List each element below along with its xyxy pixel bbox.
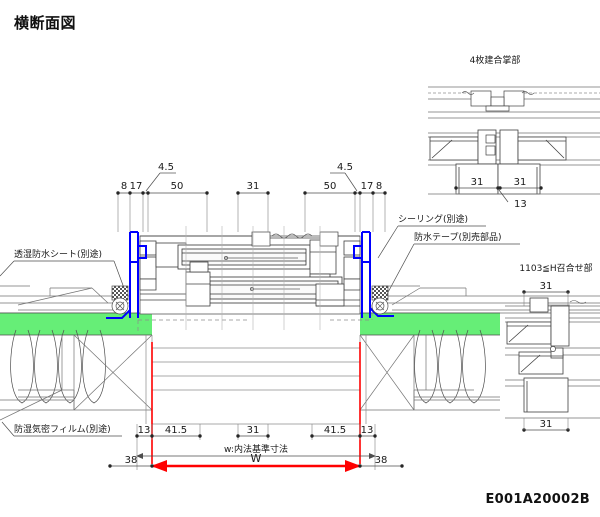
annotation-left-bottom: 防湿気密フィルム(別途) [1,421,122,437]
batt-insulation-right [414,329,486,404]
annotation-right-second: 防水テープ(別売部品) [385,231,520,297]
detail2-dim-31-top: 31 [540,281,553,292]
hardware-lines [224,256,300,291]
left-jamb-profile [139,240,187,301]
annotation-right-second-label: 防水テープ(別売部品) [414,231,501,243]
page-title: 横断面図 [14,14,77,32]
sash-guide-lines [185,226,321,330]
detail1-dim-31-right: 31 [514,177,527,188]
sealant-bead-right [371,285,389,315]
dim-outer-38-left: 38 [125,455,138,466]
detail1-dim-13: 13 [514,199,527,210]
detail-four-panel-joint-title: 4枚建合掌部 [470,54,521,66]
overall-inner-dimension: w:内法基準寸法 [136,440,376,470]
dim-top-31-center: 31 [247,181,260,192]
right-jamb-profile [315,240,361,307]
left-cladding [0,285,109,306]
sash-rail-right [185,261,211,307]
dim-top-8-left: 8 [121,181,127,192]
dim-outer-38-right: 38 [375,455,388,466]
width-dimension: W [151,452,361,472]
dim-bottom-13-left: 13 [138,425,151,436]
dim-top-4p5-right: 4.5 [337,162,353,173]
right-framing-lines [413,335,500,411]
drawing-code: E001A20002B [485,492,590,507]
dim-top-8-right: 8 [376,181,382,192]
right-diagonal-bracing [359,334,415,411]
detail-tall-meeting-stile-title: 1103≦H召合せ部 [519,262,592,274]
dim-top-4p5-left: 4.5 [158,162,174,173]
outer-offset-dimensions: 38 38 [108,455,404,468]
dim-top-17-left: 17 [130,181,143,192]
weatherstrip-wave [271,233,313,239]
dim-bottom-13-right: 13 [361,425,374,436]
annotation-left-top-label: 透湿防水シート(別途) [14,248,102,260]
frame-anchor-left [106,231,147,319]
dim-top-17-right: 17 [361,181,374,192]
glazing-unit-left [177,244,311,270]
dim-bottom-41p5-left: 41.5 [165,425,187,436]
right-cladding [382,285,467,306]
dim-top-50-left: 50 [171,181,184,192]
annotation-right-top-label: シーリング(別途) [398,213,468,225]
head-interlock-detail [140,231,360,247]
bottom-dimension-chain: 13 41.5 31 41.5 13 [135,424,377,440]
detail1-dim-31-left: 31 [471,177,484,188]
top-dimension-chain: 8 17 4.5 50 31 4.5 50 17 8 [116,162,387,232]
opening-reference-box [145,335,367,425]
left-framing-lines [0,335,75,411]
left-diagonal-bracing [0,334,153,421]
annotation-left-bottom-label: 防湿気密フィルム(別途) [14,423,111,435]
frame-anchor-right [353,231,394,318]
annotation-right-top: シーリング(別途) [377,213,486,259]
insulation-band-right [360,313,500,335]
detail-tall-meeting-stile: 1103≦H召合せ部 31 [505,262,600,432]
dim-bottom-31-center: 31 [247,425,260,436]
batt-insulation-left [10,329,106,404]
width-dimension-label: W [251,452,262,465]
dim-top-50-right: 50 [324,181,337,192]
annotation-left-top: 透湿防水シート(別途) [0,248,125,289]
detail2-dim-31-bottom: 31 [540,419,553,430]
window-sash-assembly [139,226,361,330]
sealant-bead-left [111,285,129,315]
detail-four-panel-joint: 4枚建合掌部 [428,54,600,210]
dim-bottom-41p5-right: 41.5 [324,425,346,436]
overall-inner-dimension-label: w:内法基準寸法 [224,443,288,455]
red-reference-lines [151,342,361,464]
